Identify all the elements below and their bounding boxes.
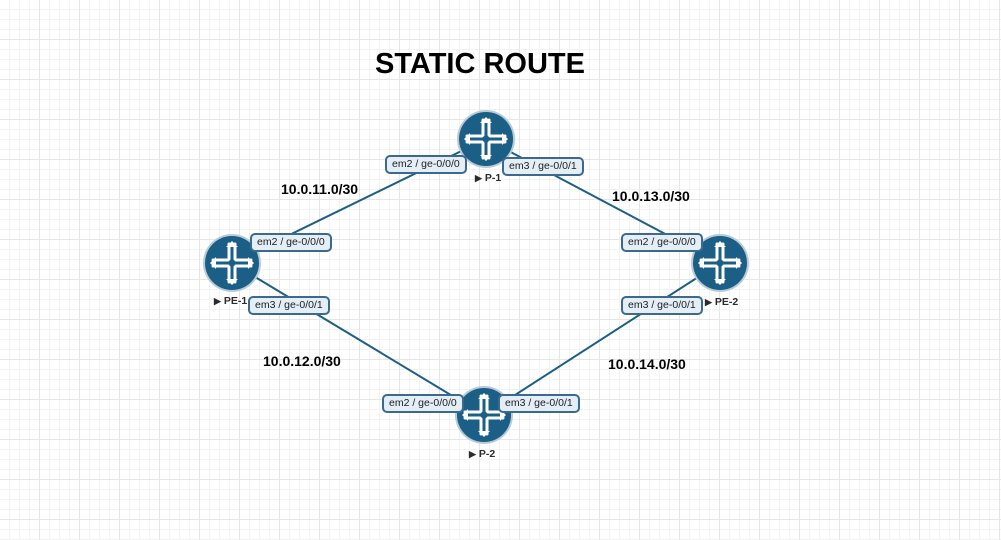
interface-label-p2-em3[interactable]: em3 / ge-0/0/1 <box>498 394 580 413</box>
interface-label-p1-em2[interactable]: em2 / ge-0/0/0 <box>385 155 467 174</box>
router-p1[interactable] <box>459 112 513 166</box>
expand-arrow-icon[interactable]: ▶ <box>475 173 482 183</box>
subnet-label-pe1-p2: 10.0.12.0/30 <box>263 353 341 369</box>
router-icon <box>464 117 508 161</box>
expand-arrow-icon[interactable]: ▶ <box>214 296 221 306</box>
router-label-p1: ▶P-1 <box>475 172 502 184</box>
router-label-pe1: ▶PE-1 <box>214 295 248 307</box>
router-label-pe2: ▶PE-2 <box>705 296 739 308</box>
interface-label-pe1-em3[interactable]: em3 / ge-0/0/1 <box>248 296 330 315</box>
interface-label-pe1-em2[interactable]: em2 / ge-0/0/0 <box>250 233 332 252</box>
interface-label-pe2-em3[interactable]: em3 / ge-0/0/1 <box>621 296 703 315</box>
router-pe1[interactable] <box>205 236 259 290</box>
router-icon <box>462 393 506 437</box>
link-p2-pe2[interactable] <box>483 262 721 416</box>
subnet-label-p2-pe2: 10.0.14.0/30 <box>608 356 686 372</box>
interface-label-pe2-em2[interactable]: em2 / ge-0/0/0 <box>621 233 703 252</box>
expand-arrow-icon[interactable]: ▶ <box>705 297 712 307</box>
link-pe1-p2[interactable] <box>231 262 485 416</box>
expand-arrow-icon[interactable]: ▶ <box>469 449 476 459</box>
diagram-title: STATIC ROUTE <box>375 48 585 80</box>
router-icon <box>210 241 254 285</box>
subnet-label-p1-pe2: 10.0.13.0/30 <box>612 188 690 204</box>
subnet-label-pe1-p1: 10.0.11.0/30 <box>281 181 359 197</box>
interface-label-p1-em3[interactable]: em3 / ge-0/0/1 <box>502 157 584 176</box>
router-label-p2: ▶P-2 <box>469 448 496 460</box>
interface-label-p2-em2[interactable]: em2 / ge-0/0/0 <box>382 394 464 413</box>
router-icon <box>698 241 742 285</box>
